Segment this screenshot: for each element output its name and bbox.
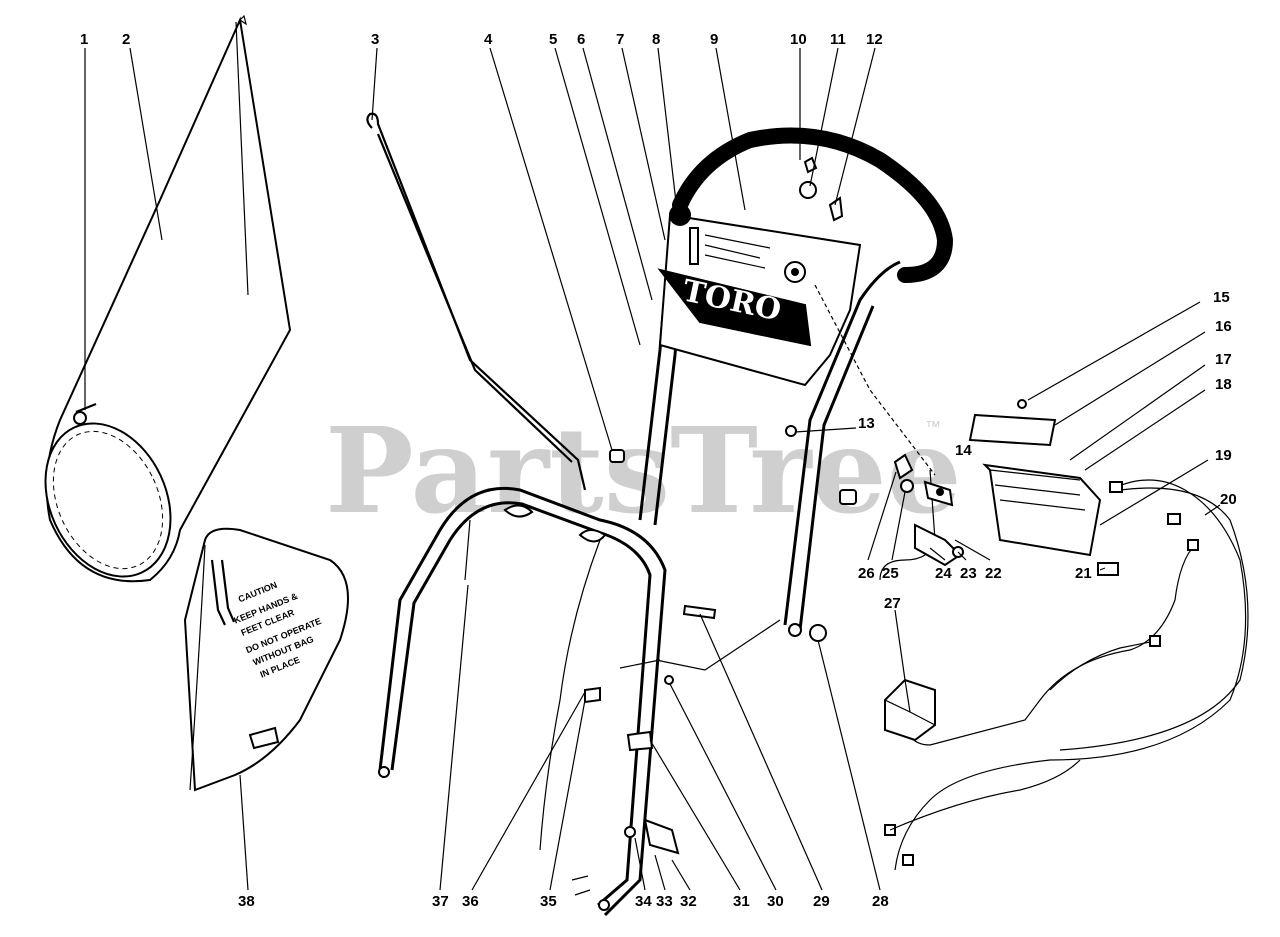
part-number-28: 28 <box>872 893 889 910</box>
part-number-34: 34 <box>635 893 652 910</box>
part-number-1: 1 <box>80 31 88 48</box>
part-number-35: 35 <box>540 893 557 910</box>
part-number-7: 7 <box>616 31 624 48</box>
clip <box>609 449 625 463</box>
part-number-33: 33 <box>656 893 673 910</box>
charger <box>884 678 936 742</box>
part-number-21: 21 <box>1075 565 1092 582</box>
part-number-9: 9 <box>710 31 718 48</box>
part-number-10: 10 <box>790 31 807 48</box>
part-number-38: 38 <box>238 893 255 910</box>
part-labels: 1 2 3 4 5 6 7 8 9 10 11 12 13 14 15 16 1… <box>80 31 1237 910</box>
upper-handle: TORO <box>638 127 954 637</box>
part-number-4: 4 <box>484 31 493 48</box>
part-number-16: 16 <box>1215 318 1232 335</box>
bag-rod <box>366 112 587 491</box>
leader-lines <box>84 47 1221 891</box>
part-number-8: 8 <box>652 31 660 48</box>
lower-handle <box>378 486 667 917</box>
part-number-12: 12 <box>866 31 883 48</box>
wiring-harness <box>884 479 1249 871</box>
knob <box>809 624 827 642</box>
part-number-30: 30 <box>767 893 784 910</box>
part-number-2: 2 <box>122 31 130 48</box>
part-number-20: 20 <box>1220 491 1237 508</box>
part-number-17: 17 <box>1215 351 1232 368</box>
part-number-32: 32 <box>680 893 697 910</box>
battery-assembly <box>968 399 1102 557</box>
part-number-13: 13 <box>858 415 875 432</box>
part-number-26: 26 <box>858 565 875 582</box>
part-number-31: 31 <box>733 893 750 910</box>
part-number-18: 18 <box>1215 376 1232 393</box>
part-number-25: 25 <box>882 565 899 582</box>
part-number-29: 29 <box>813 893 830 910</box>
watermark: PartsTree <box>325 401 962 540</box>
watermark-trademark: ™ <box>925 419 941 436</box>
part-number-36: 36 <box>462 893 479 910</box>
part-number-6: 6 <box>577 31 585 48</box>
part-number-3: 3 <box>371 31 379 48</box>
part-number-37: 37 <box>432 893 449 910</box>
clip <box>839 489 857 505</box>
part-number-11: 11 <box>830 31 846 48</box>
part-number-27: 27 <box>884 595 901 612</box>
part-number-15: 15 <box>1213 289 1230 306</box>
part-number-24: 24 <box>935 565 952 582</box>
part-number-23: 23 <box>960 565 977 582</box>
part-number-22: 22 <box>985 565 1002 582</box>
grass-chute: CAUTION KEEP HANDS & FEET CLEAR DO NOT O… <box>183 527 349 792</box>
grass-bag <box>44 14 292 583</box>
part-number-5: 5 <box>549 31 557 48</box>
bolt <box>682 604 717 620</box>
part-number-19: 19 <box>1215 447 1232 464</box>
bolt <box>584 686 601 704</box>
part-number-14: 14 <box>955 442 972 459</box>
